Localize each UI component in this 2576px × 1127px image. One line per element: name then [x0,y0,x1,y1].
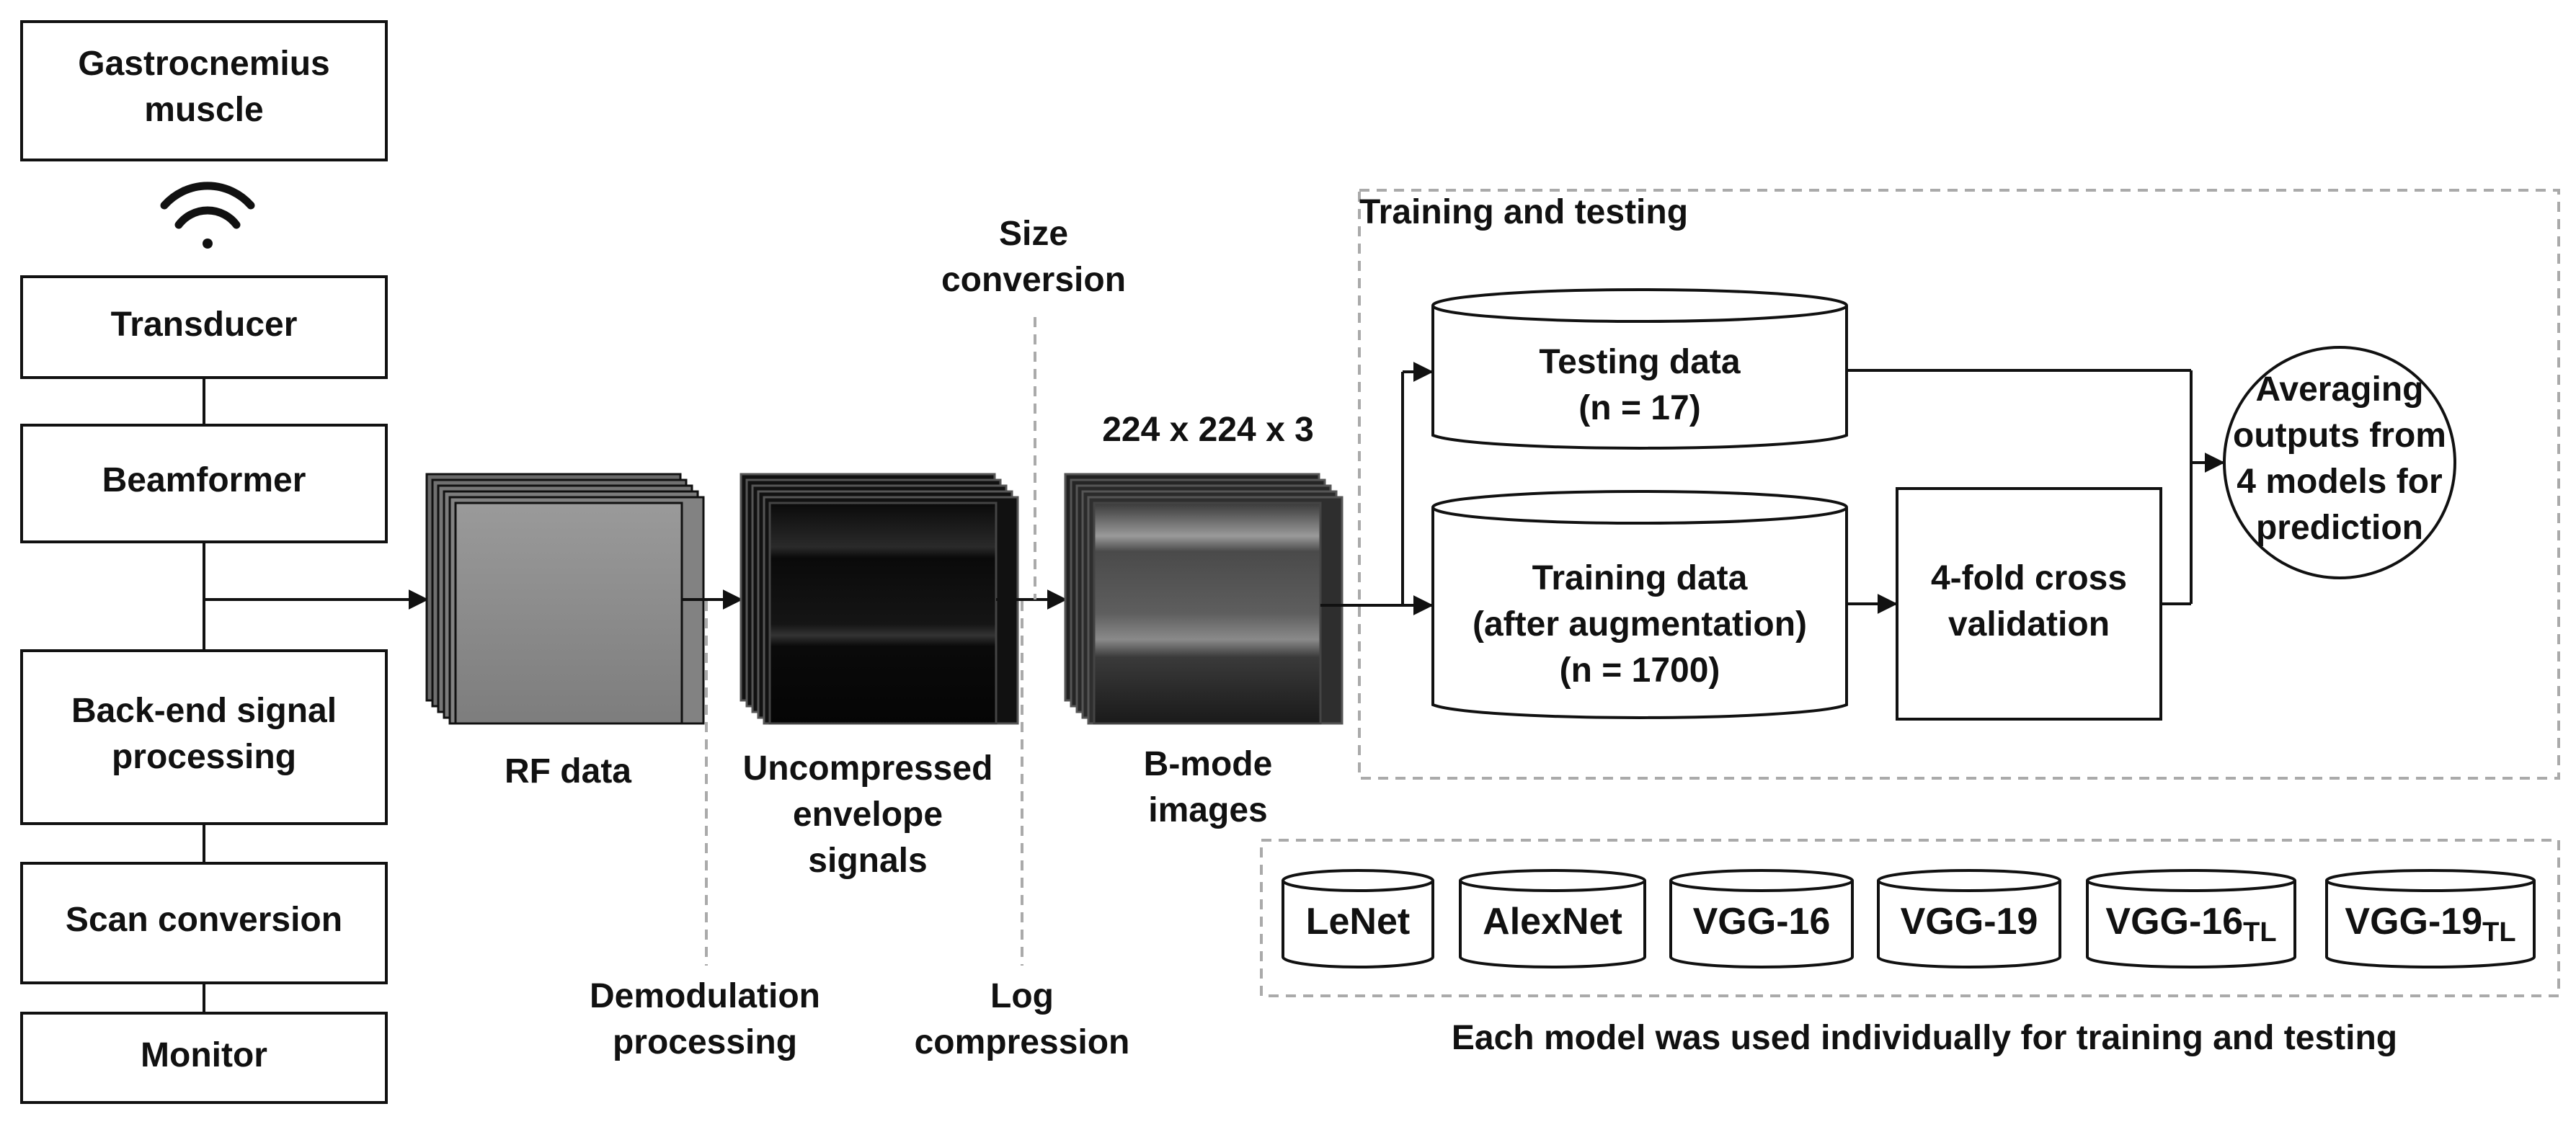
demodulation-label-1: Demodulation [590,977,820,1015]
log-compression-label-1: Log [990,977,1054,1015]
averaging-circle [2223,346,2456,579]
training-data-cylinder: Training data (after augmentation) (n = … [1431,490,1848,719]
model-vgg16-tl: VGG-16TL [2086,869,2296,968]
size-conversion-label-1: Size [999,215,1068,253]
model-label: VGG-19TL [2345,901,2515,948]
model-label: VGG-16TL [2105,901,2276,948]
scan-conversion-label: Scan conversion [66,901,342,939]
model-label: VGG-16 [1693,901,1831,943]
muscle-box [20,20,388,161]
model-label: AlexNet [1483,901,1622,943]
log-compression-label-2: compression [915,1023,1130,1061]
size-conversion-label-2: conversion [941,261,1126,299]
backend-label-1: Back-end signal [71,692,337,730]
transducer-label: Transducer [111,306,298,344]
monitor-label: Monitor [141,1036,267,1074]
models-group: LeNet AlexNet VGG-16 VGG-19 VGG-16TL VGG… [1260,839,2560,1057]
training-testing-group: Training and testing Testing data (n = 1… [1320,189,2560,780]
testing-data-label-1: Testing data [1539,343,1740,381]
backend-box [20,649,388,825]
model-label: LeNet [1306,901,1410,943]
testing-data-label-2: (n = 17) [1578,389,1700,427]
cross-validation-label-2: validation [1948,605,2110,643]
envelope-stack: Uncompressed envelope signals [740,473,1019,880]
envelope-label-2: envelope [793,796,943,834]
averaging-label-3: 4 models for [2237,463,2442,501]
annotation-leaders [705,317,1036,966]
averaging-label-4: prediction [2256,509,2423,547]
model-vgg16: VGG-16 [1669,869,1854,968]
backend-label-2: processing [112,738,296,776]
rf-data-stack: RF data [425,473,705,790]
demodulation-label-2: processing [613,1023,797,1061]
averaging-label-1: Averaging [2256,370,2424,409]
model-lenet: LeNet [1282,869,1434,968]
model-alexnet: AlexNet [1459,869,1646,968]
muscle-label-2: muscle [144,91,263,129]
muscle-label-1: Gastrocnemius [78,45,329,83]
model-vgg19: VGG-19 [1877,869,2061,968]
cross-validation-box [1896,487,2162,721]
training-testing-frame [1358,189,2560,780]
bmode-stack: 224 x 224 x 3 B-mode images [1064,411,1343,829]
scan-conversion-box [20,862,388,984]
cross-validation-label-1: 4-fold cross [1931,559,2127,597]
bmode-image [1093,502,1322,725]
envelope-label-1: Uncompressed [743,749,993,788]
bmode-label-1: B-mode [1144,745,1273,783]
monitor-box [20,1012,388,1104]
bmode-label-2: images [1148,791,1267,829]
image-size-label: 224 x 224 x 3 [1102,411,1314,449]
averaging-label-2: outputs from [2233,416,2446,455]
beamformer-label: Beamformer [102,461,306,499]
models-frame [1260,839,2560,997]
models-caption: Each model was used individually for tra… [1452,1019,2397,1057]
transducer-box [20,275,388,379]
rf-data-image [454,502,683,725]
wireless-signal-icon [160,182,255,249]
rf-data-label: RF data [505,752,631,790]
training-data-label-3: (n = 1700) [1560,651,1720,690]
training-data-label-1: Training data [1532,559,1748,597]
training-data-label-2: (after augmentation) [1473,605,1807,643]
model-label: VGG-19 [1901,901,2038,943]
training-testing-title: Training and testing [1359,193,1688,231]
envelope-image [768,502,998,725]
envelope-label-3: signals [808,842,927,880]
pipeline: Gastrocnemius muscle Transducer Beamform… [20,20,429,1104]
model-vgg19-tl: VGG-19TL [2325,869,2536,968]
testing-data-cylinder: Testing data (n = 17) [1431,288,1848,450]
